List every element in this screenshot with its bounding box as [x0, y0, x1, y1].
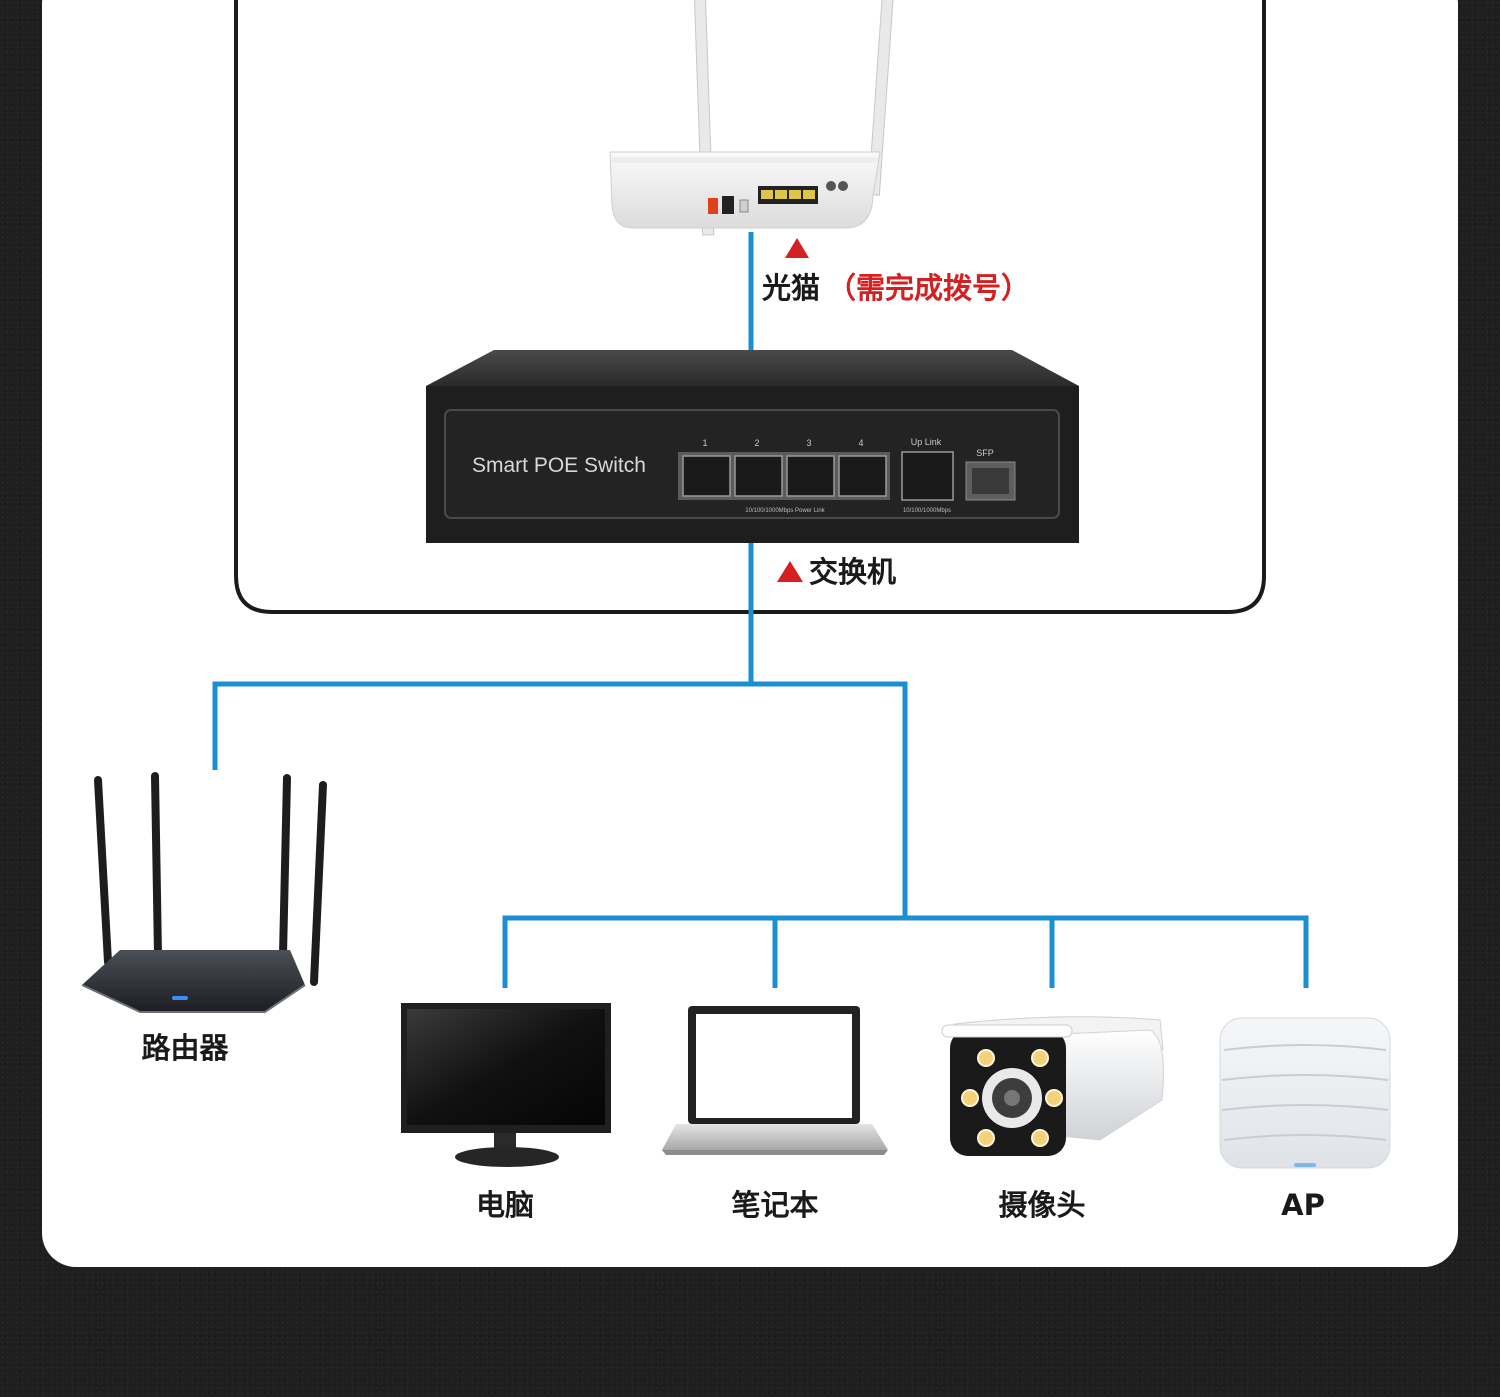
switch-poe-caption: 10/100/1000Mbps Power Link [745, 508, 825, 514]
ap-label: AP [1281, 1188, 1325, 1222]
modem-note: （需完成拨号） [827, 271, 1030, 305]
switch-port-number-4: 4 [858, 438, 863, 448]
camera-label: 摄像头 [998, 1188, 1085, 1222]
router-branch-link [212, 681, 908, 918]
device-bus-link [502, 915, 1309, 988]
modem-label: 光猫 [762, 271, 820, 305]
poe-switch-image: Smart POE Switch 1 2 3 4 Up Link SFP 10/… [426, 350, 1079, 543]
switch-uplink-caption: 10/100/1000Mbps [903, 508, 951, 514]
desktop-monitor-image [401, 1003, 611, 1167]
bullet-camera-image [941, 1016, 1164, 1156]
ceiling-ap-image [1219, 1017, 1391, 1169]
switch-port-number-2: 2 [754, 438, 759, 448]
switch-uplink-label: Up Link [911, 437, 942, 447]
optical-modem-image [609, 0, 894, 236]
switch-port-number-3: 3 [806, 438, 811, 448]
switch-label: 交换机 [809, 555, 896, 589]
switch-port-number-1: 1 [702, 438, 707, 448]
laptop-label: 笔记本 [731, 1188, 818, 1222]
laptop-image [662, 1006, 888, 1155]
switch-marker-triangle [777, 561, 803, 582]
wireless-router-image [81, 772, 327, 1013]
pc-label: 电脑 [476, 1188, 534, 1222]
switch-sfp-label: SFP [976, 448, 994, 458]
switch-brand-text: Smart POE Switch [472, 454, 646, 477]
connection-lines [212, 232, 1309, 988]
router-label: 路由器 [141, 1031, 229, 1065]
modem-marker-triangle [785, 238, 809, 258]
